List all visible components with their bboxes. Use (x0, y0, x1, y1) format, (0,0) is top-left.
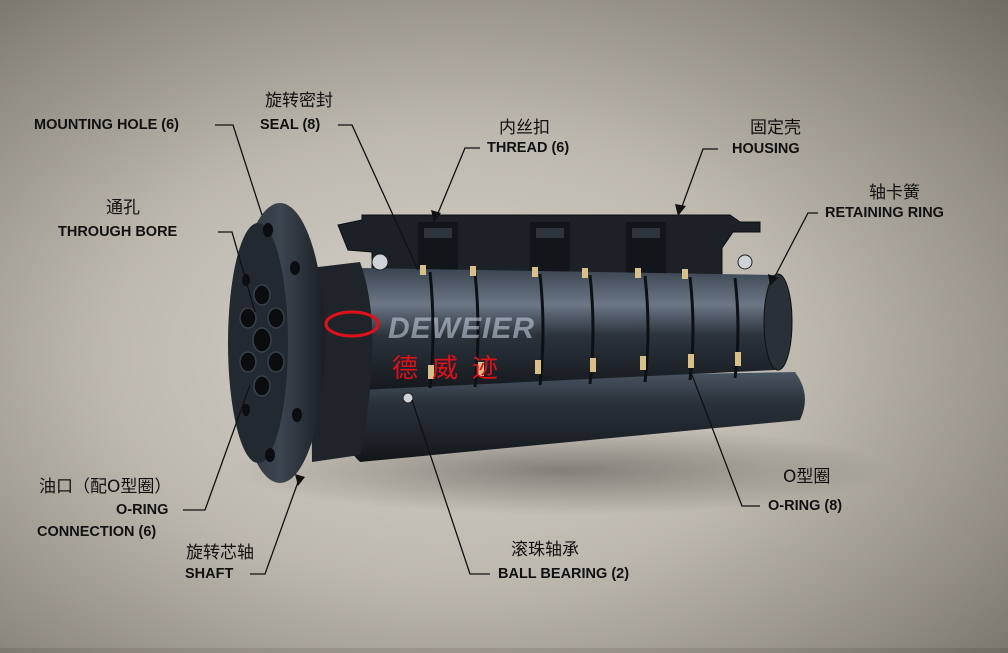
label-seal-cn: 旋转密封 (265, 91, 333, 111)
leader-thread (435, 147, 480, 219)
label-oring-connection-cn: 油口（配O型圈） (39, 477, 172, 497)
label-mounting-hole: MOUNTING HOLE (6) (34, 117, 179, 133)
label-housing: HOUSING (732, 141, 800, 157)
housing-lower-half (342, 372, 805, 462)
shaft-body (350, 268, 783, 390)
label-oring: O-RING (8) (768, 498, 843, 514)
shaft-end (763, 273, 793, 371)
brand-logo-swoosh (324, 310, 380, 338)
label-thread: THREAD (6) (487, 140, 570, 156)
label-ball-bearing: BALL BEARING (2) (498, 566, 630, 582)
label-oring-connection-line2: CONNECTION (6) (37, 524, 157, 540)
label-seal: SEAL (8) (260, 117, 321, 133)
oil-port-holes (239, 284, 285, 397)
leader-oring-connection (183, 384, 251, 511)
label-oring-connection-line1: O-RING (116, 502, 169, 518)
label-through-bore-cn: 通孔 (106, 198, 140, 218)
mounting-holes (242, 223, 302, 462)
label-shaft: SHAFT (185, 566, 234, 582)
label-retaining-ring: RETAINING RING (825, 205, 944, 221)
label-through-bore: THROUGH BORE (58, 224, 178, 240)
label-oring-cn: O型圈 (783, 467, 831, 487)
label-retaining-ring-cn: 轴卡簧 (869, 183, 920, 203)
brand-watermark-chinese: 德威迹 (392, 354, 513, 384)
label-thread-cn: 内丝扣 (499, 118, 550, 138)
label-housing-cn: 固定壳 (750, 118, 801, 138)
brand-watermark-latin: DEWEIER (388, 312, 536, 345)
leader-arrows (295, 204, 778, 486)
leader-housing (679, 148, 718, 213)
leader-lines (183, 124, 818, 575)
leader-shaft (250, 481, 299, 575)
leader-through-bore (218, 231, 256, 313)
leader-ball-bearing (411, 399, 490, 575)
leader-seal (338, 124, 419, 271)
ball-bearing-top-left (371, 253, 389, 271)
seal-rings (420, 265, 741, 379)
ball-bearing-bottom (402, 392, 414, 404)
label-ball-bearing-cn: 滚珠轴承 (511, 540, 579, 560)
ball-bearing-top-right (737, 254, 753, 270)
leader-retaining-ring (771, 212, 818, 283)
leader-oring (691, 374, 760, 507)
label-shaft-cn: 旋转芯轴 (186, 543, 254, 563)
leader-mounting-hole (215, 124, 263, 216)
